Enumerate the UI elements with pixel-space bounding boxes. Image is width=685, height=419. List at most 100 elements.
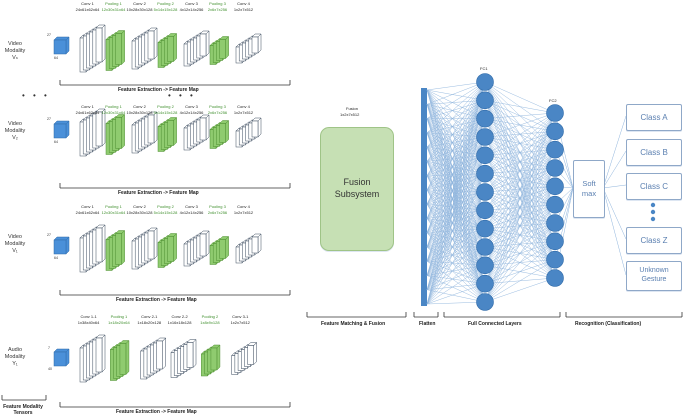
layer-dims-label: 12x30x31x64 <box>101 210 126 215</box>
connection-edge <box>426 261 486 303</box>
fc1-label: FC1 <box>480 66 488 71</box>
fusion-subsystem-label: Fusion Subsystem <box>334 177 380 199</box>
conv-layer-slab <box>95 108 106 147</box>
connection-edge <box>426 246 486 305</box>
layer-name-label: Conv 3 <box>185 204 198 209</box>
layer-name-label: Conv 1 <box>81 1 94 6</box>
pool-layer-slab <box>218 235 230 260</box>
pool-layer-slab <box>218 35 230 60</box>
connection-edge <box>426 100 486 119</box>
feature-extraction-caption: Feature Extraction -> Feature Map <box>118 190 199 196</box>
input-tensor-cube <box>53 36 70 55</box>
connection-edge <box>426 89 486 101</box>
connection-edge <box>426 146 486 193</box>
connection-edge <box>426 100 486 105</box>
connection-edge <box>426 136 486 219</box>
layer-dims-label: 10x28x30x128 <box>126 7 153 12</box>
connection-edge <box>484 112 556 138</box>
pool-layer-slab <box>166 116 178 147</box>
fc1-neuron <box>476 109 494 128</box>
fc1-neuron <box>476 274 494 293</box>
fc2-label: FC2 <box>549 98 557 103</box>
connection-edge <box>426 118 486 162</box>
layer-name-label: Pooling 2 <box>201 314 219 319</box>
connection-edge <box>484 112 556 284</box>
class-z-label: Class Z <box>640 236 668 245</box>
layer-dims-label: 4x12x14x256 <box>179 210 204 215</box>
fc2-neuron <box>546 140 564 159</box>
connection-edge <box>484 112 556 248</box>
connection-edge <box>426 100 486 305</box>
input-dim-bottom: 64 <box>54 256 58 260</box>
connection-edge <box>426 118 486 290</box>
connection-edge <box>484 131 556 303</box>
recognition-caption: Recognition (Classification) <box>575 321 642 327</box>
connection-edge <box>484 112 556 156</box>
fc1-neuron <box>476 256 494 275</box>
connection-edge <box>426 146 486 174</box>
feature-extraction-caption: Feature Extraction -> Feature Map <box>118 87 199 93</box>
fc2-neuron <box>546 232 564 251</box>
conv-layer-slab <box>95 24 106 63</box>
layer-dims-label: 1x18x20x128 <box>137 320 162 325</box>
input-dim-top: 7 <box>48 346 50 350</box>
input-tensor-cube <box>53 348 70 367</box>
connection-edge <box>426 136 486 248</box>
connection-edge <box>426 204 486 284</box>
layer-dims-label: 24x61x62x64 <box>75 7 100 12</box>
ellipsis-left: • • • <box>22 91 50 100</box>
connection-edge <box>426 283 486 305</box>
layer-dims-label: 10x28x30x128 <box>126 210 153 215</box>
connection-edge <box>426 136 486 290</box>
connection-edge <box>426 118 486 176</box>
layer-name-label: Pooling 2 <box>157 104 174 109</box>
layer-name-label: Pooling 3 <box>209 104 226 109</box>
connection-edge <box>426 118 486 305</box>
connection-edge <box>426 136 486 176</box>
modality-label-video-2: Video Modality V₂ <box>4 121 26 141</box>
layer-dims-label: 4x12x14x256 <box>179 7 204 12</box>
layer-dims-label: 1x16x18x128 <box>167 320 192 325</box>
layer-dims-label: 1x18x20x64 <box>108 320 130 325</box>
softmax-label: Soft max <box>581 179 597 198</box>
softmax-box: Soft max <box>573 160 605 218</box>
connection-edge <box>484 167 556 303</box>
connection-edge <box>484 186 556 303</box>
connection-edge <box>426 81 486 205</box>
connection-edge <box>484 112 556 229</box>
class-a-label: Class A <box>640 113 668 122</box>
fc2-neuron <box>546 269 564 287</box>
conv-layer-slab <box>251 33 262 54</box>
layer-name-label: Conv 4 <box>237 1 250 6</box>
connection-edge <box>426 100 486 248</box>
layer-name-label: Conv 1-1 <box>80 314 97 319</box>
fc2-neuron <box>546 122 564 141</box>
class-b-label: Class B <box>640 148 668 157</box>
connection-edge <box>426 136 486 276</box>
connection-edge <box>426 81 486 262</box>
modality-label-video-n: Video Modality Vₙ <box>4 41 26 61</box>
conv-layer-slab <box>147 227 158 260</box>
connection-edge <box>484 112 556 303</box>
ellipsis-center: • • • <box>168 91 196 100</box>
layer-dims-label: 1x38x40x64 <box>77 320 100 325</box>
connection-edge <box>426 265 486 305</box>
connection-edge <box>426 228 486 305</box>
pool-layer-slab <box>166 32 178 63</box>
input-dim-top: 27 <box>47 233 51 237</box>
connection-edge <box>426 191 486 305</box>
conv-layer-slab <box>199 230 210 257</box>
feature-matching-fusion-caption: Feature Matching & Fusion <box>321 321 386 327</box>
conv-layer-slab <box>147 111 158 144</box>
connection-edge <box>426 100 486 262</box>
class-ellipsis-dot <box>650 209 656 215</box>
connection-edge <box>426 189 486 303</box>
layer-dims-label: 1x2x7x512 <box>233 7 254 12</box>
fusion-dims: 1x2x7x512 <box>340 112 360 117</box>
conv-layer-slab <box>199 114 210 141</box>
layer-dims-label: 1x2x7x512 <box>230 320 250 325</box>
layer-name-label: Conv 2-1 <box>141 314 158 319</box>
connection-edge <box>426 100 486 148</box>
connection-edge <box>426 246 486 284</box>
connection-edge <box>426 232 486 266</box>
